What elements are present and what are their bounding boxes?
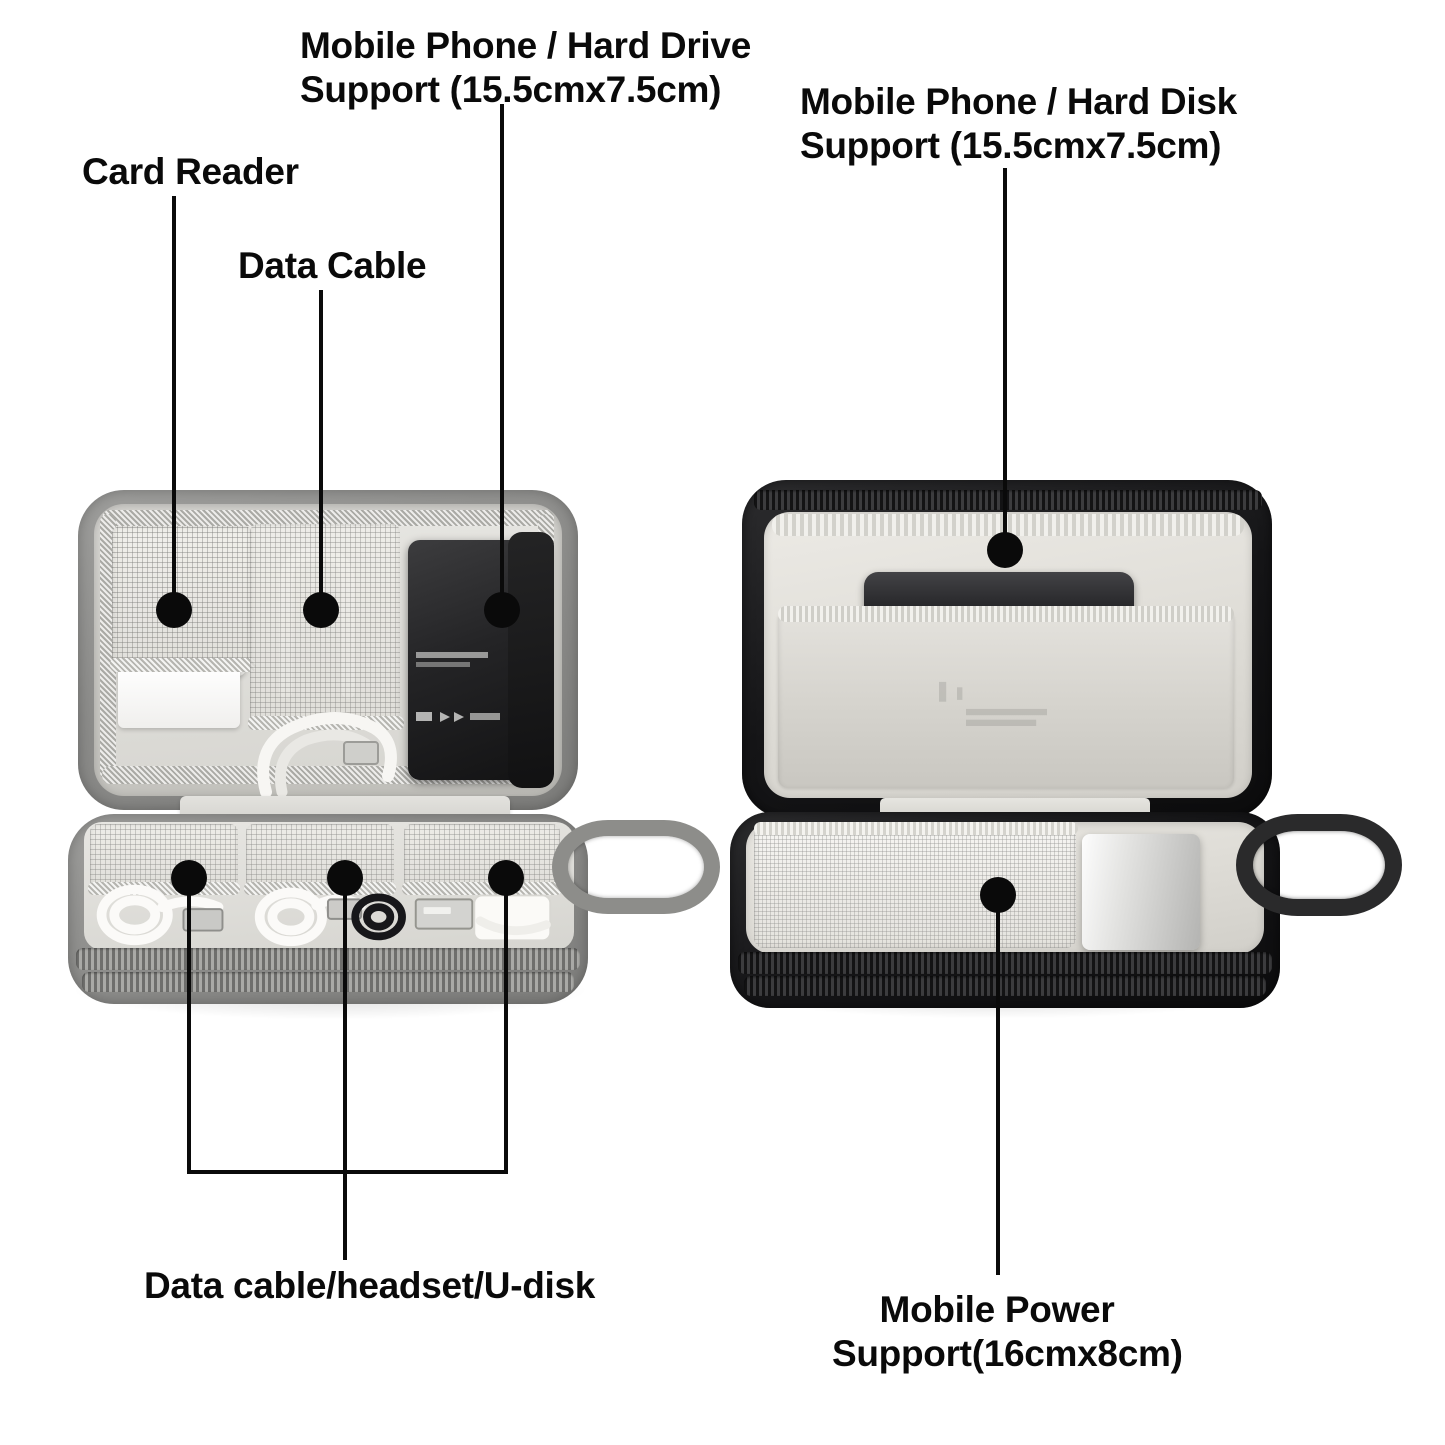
right-case-zipper-upper <box>738 952 1272 974</box>
hard-drive-label-line2: Support (15.5cmx7.5cm) <box>300 68 722 110</box>
white-cable-coil-1 <box>96 884 224 946</box>
leader-line-lower-left <box>187 878 191 1174</box>
right-base-mesh-binding <box>754 822 1078 835</box>
right-lid-gathered-trim <box>772 514 1244 536</box>
card-reader-card <box>118 666 240 728</box>
mobile-power-label-line2: Support(16cmx8cm) <box>832 1332 1183 1374</box>
left-case-zipper-lower <box>82 972 574 992</box>
callout-dot-hard-drive <box>484 592 520 628</box>
hard-drive-label-line1: Mobile Phone / Hard Drive <box>300 25 751 66</box>
left-case-wrist-strap <box>552 820 720 914</box>
u-disk-and-plug <box>414 894 552 942</box>
left-base-compartment-2 <box>246 824 394 890</box>
left-case-photo <box>60 470 720 1030</box>
callout-label-cable-headset-udisk: Data cable/headset/U-disk <box>144 1264 595 1308</box>
hard-disk-label-line1: Mobile Phone / Hard Disk <box>800 81 1237 122</box>
right-base-mesh-pocket <box>754 826 1076 948</box>
leader-line-hard-disk <box>1003 168 1007 552</box>
callout-label-hard-disk: Mobile Phone / Hard Disk Support (15.5cm… <box>800 80 1237 167</box>
right-lid-front-pocket <box>778 610 1234 788</box>
callout-dot-data-cable <box>303 592 339 628</box>
left-base-compartment-1 <box>90 824 238 890</box>
leader-line-card-reader <box>172 196 176 612</box>
left-lid-elastic-1 <box>110 658 256 672</box>
left-case-zipper-upper <box>76 948 580 970</box>
data-cable-label: Data Cable <box>238 245 427 286</box>
left-lid-trim-top <box>102 510 554 526</box>
white-cable-coil-2 <box>254 887 406 947</box>
hard-disk-label-line2: Support (15.5cmx7.5cm) <box>800 124 1222 166</box>
callout-dot-mobile-power <box>980 877 1016 913</box>
leader-bracket-lower <box>187 1170 508 1174</box>
card-reader-label: Card Reader <box>82 151 299 192</box>
right-lid-pocket-top-binding <box>778 606 1234 622</box>
mobile-power-label-line1: Mobile Power <box>879 1289 1115 1330</box>
hard-drive-label-print <box>416 652 500 722</box>
cable-headset-udisk-label: Data cable/headset/U-disk <box>144 1265 596 1306</box>
leader-line-lower-right <box>504 878 508 1174</box>
right-lid-zipper-edge <box>754 490 1262 510</box>
left-base-compartment-3 <box>404 824 560 890</box>
right-case-photo <box>720 468 1402 1028</box>
right-case-zipper-lower <box>744 976 1266 996</box>
leader-line-hard-drive <box>500 104 504 612</box>
right-case-wrist-strap <box>1236 814 1402 916</box>
pocket-printed-text <box>939 681 1047 726</box>
leader-line-lower-mid <box>343 878 347 1260</box>
callout-dot-card-reader <box>156 592 192 628</box>
callout-label-mobile-power: Mobile Power Support(16cmx8cm) <box>832 1288 1183 1375</box>
leader-line-data-cable <box>319 290 323 612</box>
callout-label-hard-drive: Mobile Phone / Hard Drive Support (15.5c… <box>300 24 751 111</box>
leader-line-mobile-power <box>996 895 1000 1275</box>
callout-label-data-cable: Data Cable <box>238 244 427 288</box>
hard-drive-retainer-strap <box>508 532 554 788</box>
callout-dot-hard-disk <box>987 532 1023 568</box>
mobile-power-bank <box>1082 834 1200 950</box>
callout-label-card-reader: Card Reader <box>82 150 299 194</box>
loose-usb-cable <box>257 712 397 796</box>
